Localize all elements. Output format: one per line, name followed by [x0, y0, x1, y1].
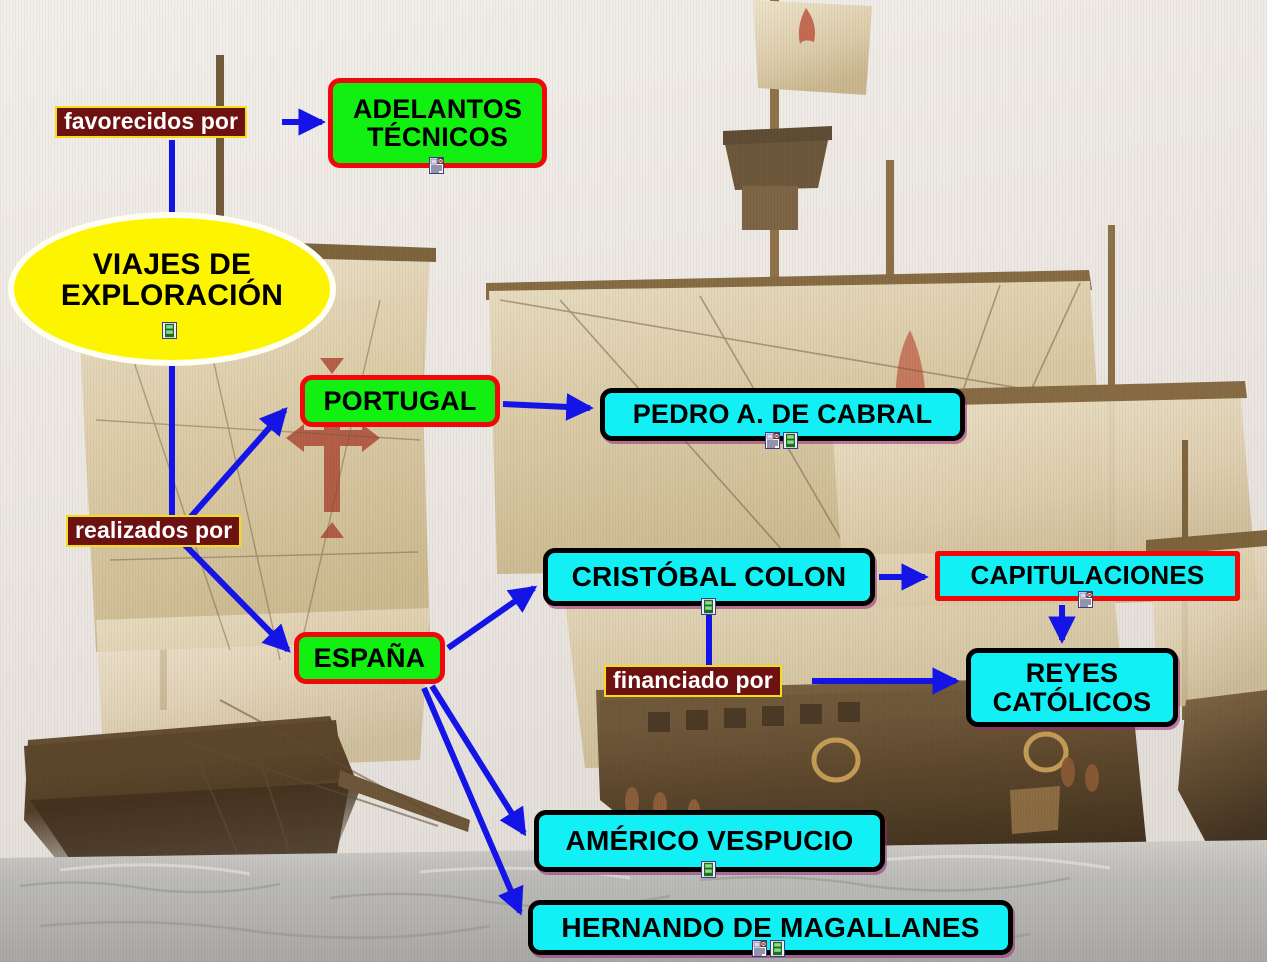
- link-label-text: financiado por: [613, 666, 773, 693]
- document-icon[interactable]: [1078, 591, 1093, 608]
- attachment-icons-cabral[interactable]: [765, 432, 798, 449]
- attachment-icons-adelantos[interactable]: [429, 157, 444, 174]
- attachment-icons-capitulaciones[interactable]: [1078, 591, 1093, 608]
- film-icon[interactable]: [162, 322, 177, 339]
- document-icon[interactable]: [765, 432, 780, 449]
- node-cristobal-colon[interactable]: CRISTÓBAL COLON: [543, 548, 875, 606]
- node-label: PEDRO A. DE CABRAL: [632, 399, 933, 430]
- node-label: AMÉRICO VESPUCIO: [565, 825, 854, 857]
- node-viajes-de-exploracion[interactable]: VIAJES DE EXPLORACIÓN: [8, 212, 336, 366]
- film-icon[interactable]: [770, 940, 785, 957]
- document-icon[interactable]: [429, 157, 444, 174]
- film-icon[interactable]: [701, 598, 716, 615]
- film-icon[interactable]: [701, 861, 716, 878]
- node-label: ADELANTOS TÉCNICOS: [352, 93, 523, 152]
- node-reyes-catolicos[interactable]: REYES CATÓLICOS: [966, 648, 1178, 727]
- node-espana[interactable]: ESPAÑA: [294, 632, 445, 684]
- attachment-icons-magallanes[interactable]: [752, 940, 785, 957]
- film-icon[interactable]: [783, 432, 798, 449]
- node-portugal[interactable]: PORTUGAL: [300, 375, 500, 427]
- attachment-icons-colon[interactable]: [701, 598, 716, 615]
- attachment-icons-viajes[interactable]: [162, 322, 177, 339]
- link-label-text: realizados por: [75, 516, 233, 543]
- link-label-favorecidos-por[interactable]: favorecidos por: [55, 106, 248, 138]
- node-label: VIAJES DE EXPLORACIÓN: [60, 247, 284, 312]
- node-adelantos-tecnicos[interactable]: ADELANTOS TÉCNICOS: [328, 78, 547, 168]
- link-label-financiado-por[interactable]: financiado por: [604, 665, 782, 697]
- document-icon[interactable]: [752, 940, 767, 957]
- node-label: ESPAÑA: [313, 642, 426, 673]
- link-label-realizados-por[interactable]: realizados por: [66, 515, 242, 547]
- node-pedro-a-de-cabral[interactable]: PEDRO A. DE CABRAL: [600, 388, 965, 441]
- node-label: HERNANDO DE MAGALLANES: [561, 911, 980, 943]
- node-label: CAPITULACIONES: [970, 560, 1205, 591]
- node-label: CRISTÓBAL COLON: [571, 561, 847, 593]
- link-label-text: favorecidos por: [64, 107, 239, 134]
- node-label: PORTUGAL: [323, 385, 477, 416]
- node-label: REYES CATÓLICOS: [992, 658, 1152, 717]
- attachment-icons-vespucio[interactable]: [701, 861, 716, 878]
